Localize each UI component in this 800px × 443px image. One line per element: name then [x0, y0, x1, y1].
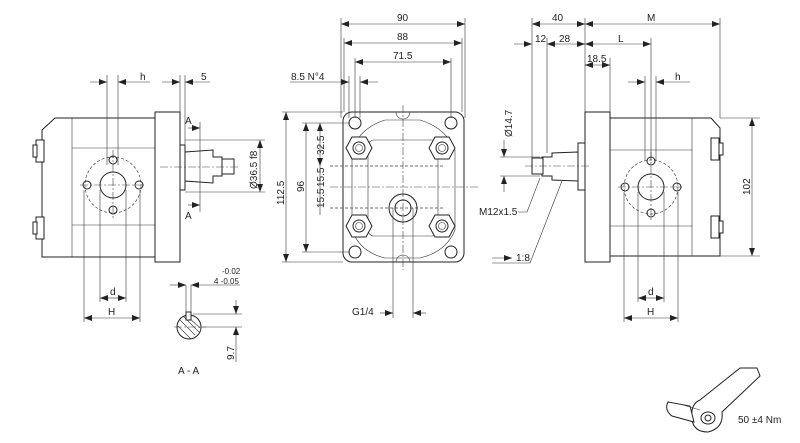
- left-side-view: h 5 A A Ø36.5 f8 d H: [32, 72, 265, 322]
- bolt: [345, 214, 373, 238]
- bolt: [345, 136, 373, 160]
- bolt: [428, 136, 456, 160]
- height-102-label: 102: [742, 178, 753, 195]
- dim-15-5-lower-label: 15.5: [316, 188, 327, 208]
- port-g14: [394, 199, 412, 217]
- width-71-5-label: 71.5: [393, 51, 413, 62]
- key-width-label: 4 -0.05: [214, 277, 239, 286]
- dim-18-5-label: 18.5: [587, 54, 607, 65]
- bolt-head: [32, 139, 45, 163]
- section-mark-top: A: [185, 116, 192, 127]
- shaft-diameter-label: Ø36.5 f8: [249, 150, 260, 189]
- dim-28-label: 28: [559, 34, 571, 45]
- dim-12-label: 12: [535, 34, 547, 45]
- bolt: [428, 214, 456, 238]
- mounting-flange: [154, 111, 181, 263]
- key-depth-label: 9.7: [226, 346, 237, 360]
- right-side-view: 40 M 12 28 L 18.5 h Ø14.7 M12x1.5 1:8: [479, 13, 760, 322]
- dim-L-label: L: [618, 34, 624, 45]
- dim-d-label: d: [110, 287, 116, 298]
- dim-h-label: h: [140, 72, 146, 83]
- thread-label: M12x1.5: [479, 207, 518, 218]
- dim-5-label: 5: [201, 72, 207, 83]
- torque-label: 50 ±4 Nm: [738, 415, 781, 426]
- section-mark-bottom: A: [185, 211, 192, 222]
- key-tolerance-upper: -0.02: [222, 267, 241, 276]
- thread-diameter-label: Ø14.7: [504, 109, 515, 137]
- mounting-hole: [444, 245, 458, 259]
- dim-d-label: d: [648, 287, 654, 298]
- bolt-head: [32, 216, 45, 240]
- section-title: A - A: [178, 366, 199, 377]
- bolt-head: [710, 215, 724, 239]
- drive-shaft: [184, 149, 223, 184]
- section-a-a: -0.02 4 -0.05 9.7 A - A: [170, 267, 242, 377]
- port-label: G1/4: [352, 307, 374, 318]
- hole-size-label: 8.5 N°4: [291, 72, 325, 83]
- height-96-label: 96: [296, 180, 307, 192]
- wrench-icon: [666, 367, 761, 433]
- height-112-5-label: 112.5: [276, 180, 287, 205]
- mounting-flange: [584, 111, 611, 263]
- taper-label: 1:8: [516, 253, 530, 264]
- dim-15-5-upper-label: 15.5: [316, 167, 327, 187]
- dim-H-label: H: [647, 307, 654, 318]
- dim-40-label: 40: [552, 13, 564, 24]
- dim-H-label: H: [108, 307, 115, 318]
- dim-h-label: h: [675, 72, 681, 83]
- drive-shaft: [541, 151, 579, 182]
- dim-M-label: M: [647, 13, 655, 24]
- dim-32-5-label: 32.5: [316, 135, 327, 155]
- width-90-label: 90: [397, 13, 409, 24]
- width-88-label: 88: [397, 32, 409, 43]
- front-view: G1/4 90 88 71.5 8.5 N°4 112.5 96 32.5 15…: [276, 13, 478, 318]
- bolt-head: [710, 137, 724, 161]
- port-boss: [388, 193, 418, 223]
